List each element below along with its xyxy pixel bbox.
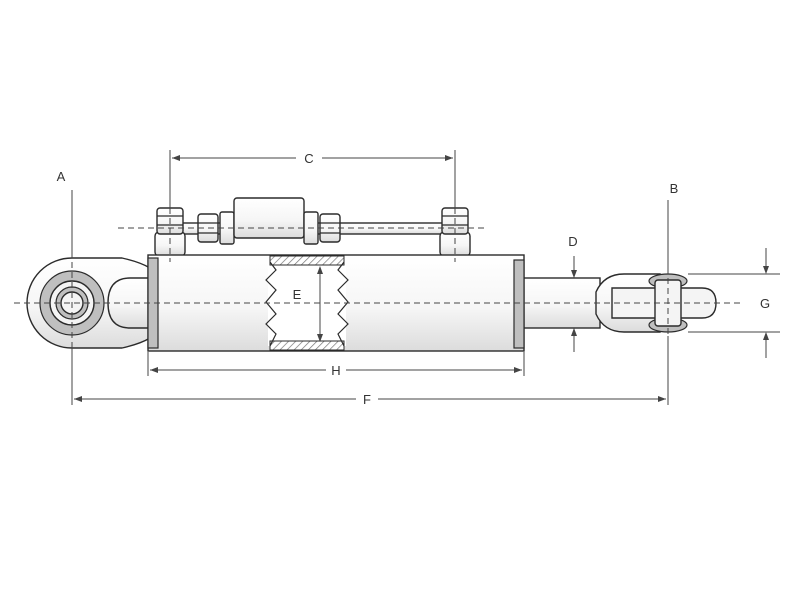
dimension-f: F — [74, 392, 666, 407]
break-line-left — [265, 261, 277, 347]
label-a: A — [57, 169, 66, 184]
label-c: C — [304, 151, 313, 166]
section-cutaway — [268, 262, 346, 346]
dimension-e: E — [293, 266, 323, 342]
label-d: D — [568, 234, 577, 249]
label-g: G — [760, 296, 770, 311]
valve-block — [233, 197, 305, 239]
dimension-c: C — [172, 151, 453, 166]
barrel-wall-bottom — [269, 340, 345, 351]
extension-lines — [71, 150, 780, 405]
dimension-a: A — [57, 169, 66, 184]
break-line-right — [337, 261, 349, 347]
dimension-g: G — [760, 248, 770, 358]
barrel-end-cap-right — [513, 259, 525, 349]
center-lines — [14, 198, 740, 346]
dimension-b: B — [670, 181, 679, 196]
barrel-wall-top — [269, 255, 345, 266]
label-f: F — [363, 392, 371, 407]
dimension-d: D — [568, 234, 578, 352]
label-e: E — [293, 287, 302, 302]
label-h: H — [331, 363, 340, 378]
dimension-h: H — [150, 363, 522, 378]
pipe-assembly — [154, 197, 471, 257]
label-b: B — [670, 181, 679, 196]
